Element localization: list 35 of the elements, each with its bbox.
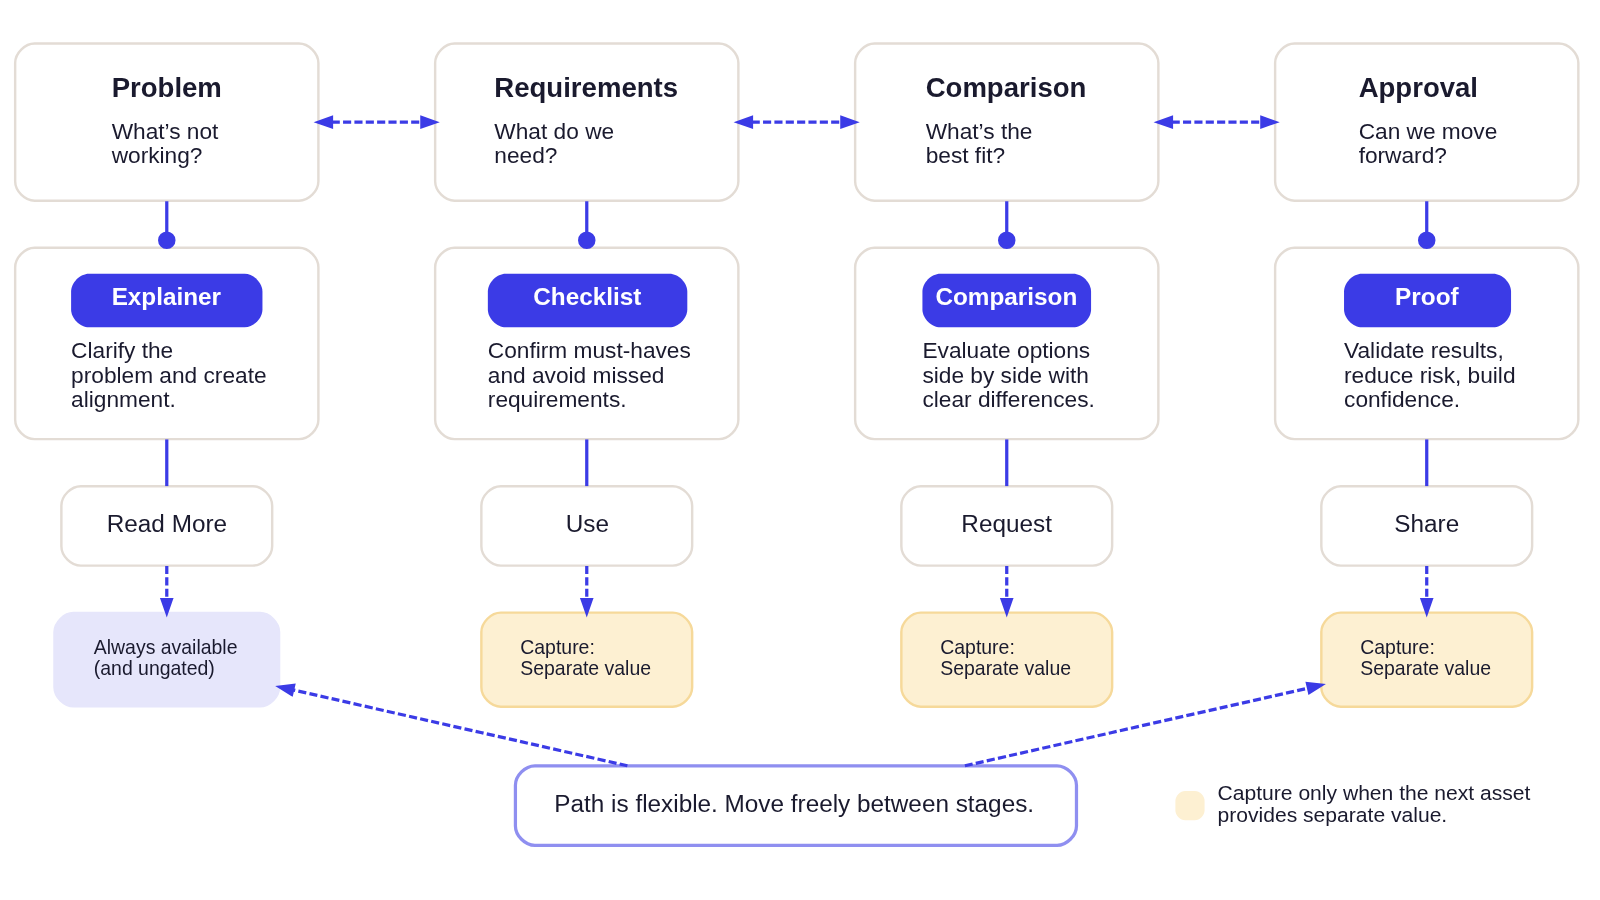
node-box: Request [900, 484, 1114, 567]
node-box: Approval Can we move forward? [1273, 41, 1580, 202]
node-box: Proof Validate results, reduce risk, build confidence. [1273, 246, 1580, 440]
arrow [159, 565, 174, 617]
connector [578, 200, 596, 249]
node-box: Share [1320, 484, 1534, 567]
arrow [313, 114, 440, 129]
arrow [1419, 565, 1434, 617]
connector [165, 438, 169, 486]
node-box: Requirements What do we need? [433, 41, 740, 202]
node-box: Checklist Confirm must-haves and avoid missed requirements. [433, 246, 740, 440]
connector [585, 438, 589, 486]
node-box: Problem What’s not working? [13, 41, 320, 202]
node-box: Capture: Separate value [900, 610, 1114, 708]
node-box: Capture: Separate value [1320, 610, 1534, 708]
connector [158, 200, 176, 249]
arrow [579, 565, 594, 617]
node-box: Comparison What’s the best fit? [853, 41, 1160, 202]
arrow [1153, 114, 1280, 129]
connector [1418, 200, 1436, 249]
legend-label: Capture only when the next asset provides separate value. [1217, 780, 1531, 826]
node-box: Always available (and ungated) [53, 611, 281, 707]
connector [1425, 438, 1429, 486]
arrow [999, 565, 1014, 617]
connector [998, 200, 1016, 249]
arrow [733, 114, 860, 129]
node-box: Comparison Evaluate options side by side with clear differences. [853, 246, 1160, 440]
node-box: Read More [60, 484, 274, 567]
connector [1005, 438, 1009, 486]
arrow [275, 683, 628, 767]
node-box: Explainer Clarify the problem and create alignment. [13, 246, 320, 440]
node-box: Path is flexible. Move freely between stages. [513, 763, 1079, 847]
node-box: Use [480, 484, 694, 567]
node-box: Capture: Separate value [480, 610, 694, 708]
arrow [964, 681, 1326, 767]
